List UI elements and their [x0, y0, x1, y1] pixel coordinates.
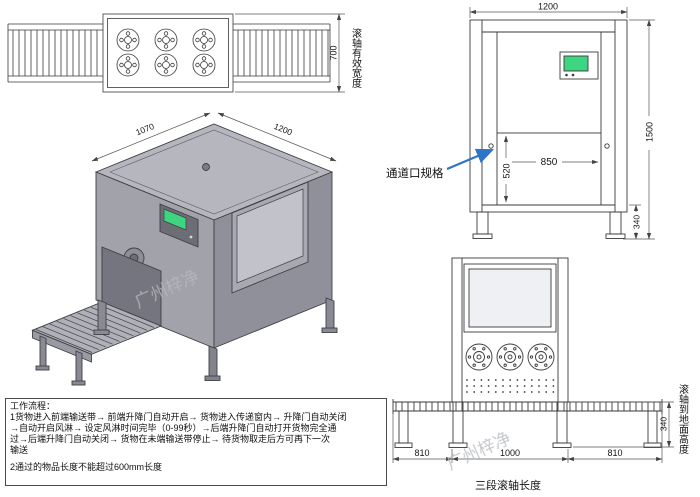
top-left-rollers: [12, 30, 98, 76]
rear-foot: [552, 442, 572, 448]
blower-icon: [496, 343, 524, 371]
rear-view: [392, 257, 663, 448]
iso-top-cap: [202, 163, 210, 171]
top-left-conveyor: [7, 23, 103, 83]
workflow-line: 2通过的物品长度不能超过600mm长度: [10, 462, 163, 472]
roller-length-label: 三段滚轴长度: [475, 478, 541, 492]
workflow-line: 1货物进入前端输送带→ 前端升降门自动开启→ 货物进入传递窗内→ 升降门自动关闭: [10, 412, 347, 422]
front-foot: [605, 233, 626, 239]
blower-icon: [527, 343, 555, 371]
front-opening: [496, 132, 602, 206]
channel-callout: 通道口规格: [386, 148, 495, 180]
front-door-roller: [488, 143, 494, 149]
top-right-rollers: [237, 30, 329, 76]
rear-conveyor-rollers: [395, 402, 661, 411]
iso-conveyor-leg: [75, 350, 83, 385]
top-view: 700 滚轴有效宽度: [7, 13, 362, 93]
iso-conveyor-leg: [39, 335, 47, 370]
front-screen: [563, 55, 589, 72]
fan-icon: [154, 53, 178, 77]
front-panel-button: [571, 73, 575, 77]
blower-icon: [465, 343, 493, 371]
dim-700: 700: [329, 45, 339, 60]
iso-panel-button: [189, 235, 193, 239]
dim-810-right: 810: [607, 448, 622, 458]
front-outline: [469, 19, 628, 213]
workflow-line: →自动开启风淋→ 设定风淋时间完毕（0-99秒）→后端升降门自动打开货物完全通: [10, 423, 337, 433]
dim-1200: 1200: [538, 2, 558, 12]
rear-machine-leg: [556, 401, 568, 444]
iso-conveyor-foot: [71, 380, 86, 386]
fan-icon: [192, 53, 216, 77]
dim-1000: 1000: [500, 448, 520, 458]
iso-machine-foot: [321, 327, 338, 333]
front-view: [469, 19, 628, 239]
iso-view: 1070 1200: [31, 112, 338, 386]
dim-1500: 1500: [645, 122, 655, 142]
front-leg: [476, 211, 489, 235]
rear-view-texts: 810 1000 810 340 三段滚轴长度 滚轴到地面高度: [414, 383, 688, 492]
top-machine-body: [102, 13, 234, 93]
rear-conveyor-leg: [398, 410, 409, 444]
dim-850: 850: [541, 157, 558, 168]
front-leg: [609, 211, 622, 235]
rear-view-dimensions: [392, 401, 674, 463]
workflow-title: 工作流程：: [10, 401, 56, 411]
top-right-conveyor: [233, 23, 331, 83]
front-panel-button: [565, 73, 568, 77]
rear-foot: [394, 442, 413, 448]
top-view-dimensions: [235, 13, 345, 93]
front-foot: [472, 233, 493, 239]
front-door-roller: [604, 143, 610, 149]
rear-conveyor-leg: [647, 410, 658, 444]
iso-machine-foot: [93, 329, 110, 335]
fan-icon: [116, 28, 140, 52]
callout-arrow-icon: [446, 148, 495, 171]
front-control-panel: [559, 51, 599, 80]
iso-dimensions: [91, 112, 337, 162]
fan-icon: [192, 28, 216, 52]
iso-machine-leg: [208, 345, 218, 380]
fan-icon: [154, 28, 178, 52]
dim-340: 340: [632, 215, 642, 229]
iso-screen: [163, 208, 187, 231]
dim-810-left: 810: [414, 448, 429, 458]
iso-window-glass: [236, 188, 304, 284]
rear-machine-leg: [452, 401, 464, 444]
dim-depth: 1070: [134, 121, 156, 137]
dim-width: 1200: [272, 121, 294, 137]
rear-foot: [448, 442, 468, 448]
iso-machine-foot: [204, 375, 221, 381]
roller-width-label: 滚轴有效宽度: [350, 27, 362, 89]
iso-conveyor-foot: [35, 365, 50, 371]
fan-icon: [116, 53, 140, 77]
front-view-texts: 1200 850 520 1500 340: [500, 2, 655, 232]
rear-foot: [643, 442, 662, 448]
channel-label: 通道口规格: [386, 166, 444, 180]
rear-perforations: [466, 379, 555, 393]
workflow-notes: 工作流程： 1货物进入前端输送带→ 前端升降门自动开启→ 货物进入传递窗内→ 升…: [5, 398, 387, 486]
workflow-line: 输送: [10, 445, 29, 455]
dim-340-rear: 340: [659, 417, 669, 431]
roller-height-label: 滚轴到地面高度: [677, 383, 689, 455]
iso-machine-leg: [97, 299, 107, 334]
rear-window-glass: [468, 268, 552, 328]
dim-520: 520: [502, 163, 512, 178]
workflow-line: 过→后端升降门自动关闭→ 货物在未端输送带停止→ 待货物取走后方可再下一次: [10, 434, 331, 444]
iso-machine-leg: [325, 297, 335, 332]
rear-window-frame: [463, 263, 557, 333]
